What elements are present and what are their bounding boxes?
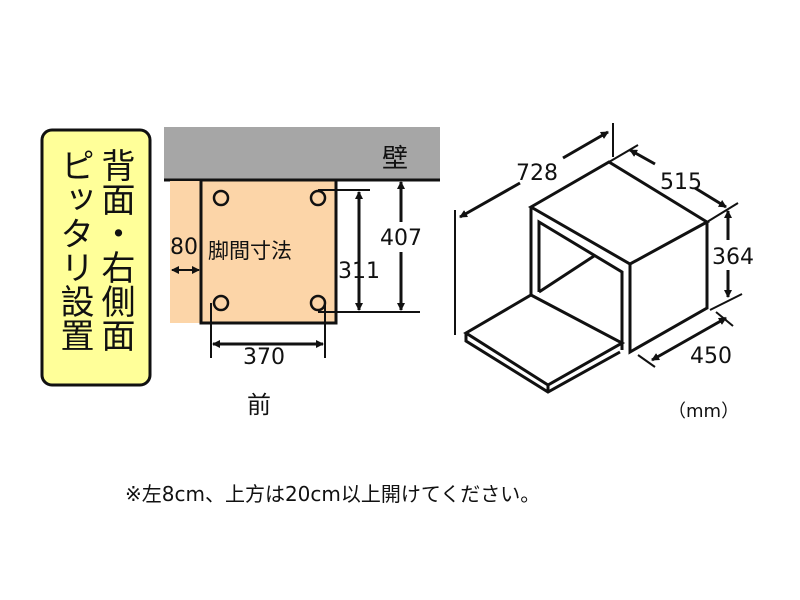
side-gap-area xyxy=(170,181,201,323)
width-value-oven: 450 xyxy=(690,344,732,369)
clearance-note: ※左8cm、上方は20cm以上開けてください。 xyxy=(125,482,540,506)
front-label: 前 xyxy=(247,391,271,419)
depth-outer-value: 407 xyxy=(380,226,422,251)
badge-line-2: ピッタリ設置 xyxy=(54,148,94,352)
unit-label: （mm） xyxy=(668,401,739,422)
open-depth-value: 728 xyxy=(516,161,558,186)
depth-inner-value: 311 xyxy=(338,259,380,284)
plan-view: 壁 脚間寸法 80 311 407 370 前 xyxy=(164,127,440,419)
footprint-label: 脚間寸法 xyxy=(208,239,292,263)
foot-icons xyxy=(212,189,327,312)
wall xyxy=(164,127,440,180)
side-gap-value: 80 xyxy=(170,235,198,260)
installation-badge: 背面・右側面 ピッタリ設置 xyxy=(40,128,152,387)
width-value: 370 xyxy=(243,345,285,370)
wall-label: 壁 xyxy=(382,144,408,174)
badge-line-1: 背面・右側面 xyxy=(95,148,135,352)
oven-drawing: 728 515 364 450 （mm） xyxy=(454,123,764,422)
depth-value: 515 xyxy=(660,170,702,195)
height-value: 364 xyxy=(712,245,754,270)
